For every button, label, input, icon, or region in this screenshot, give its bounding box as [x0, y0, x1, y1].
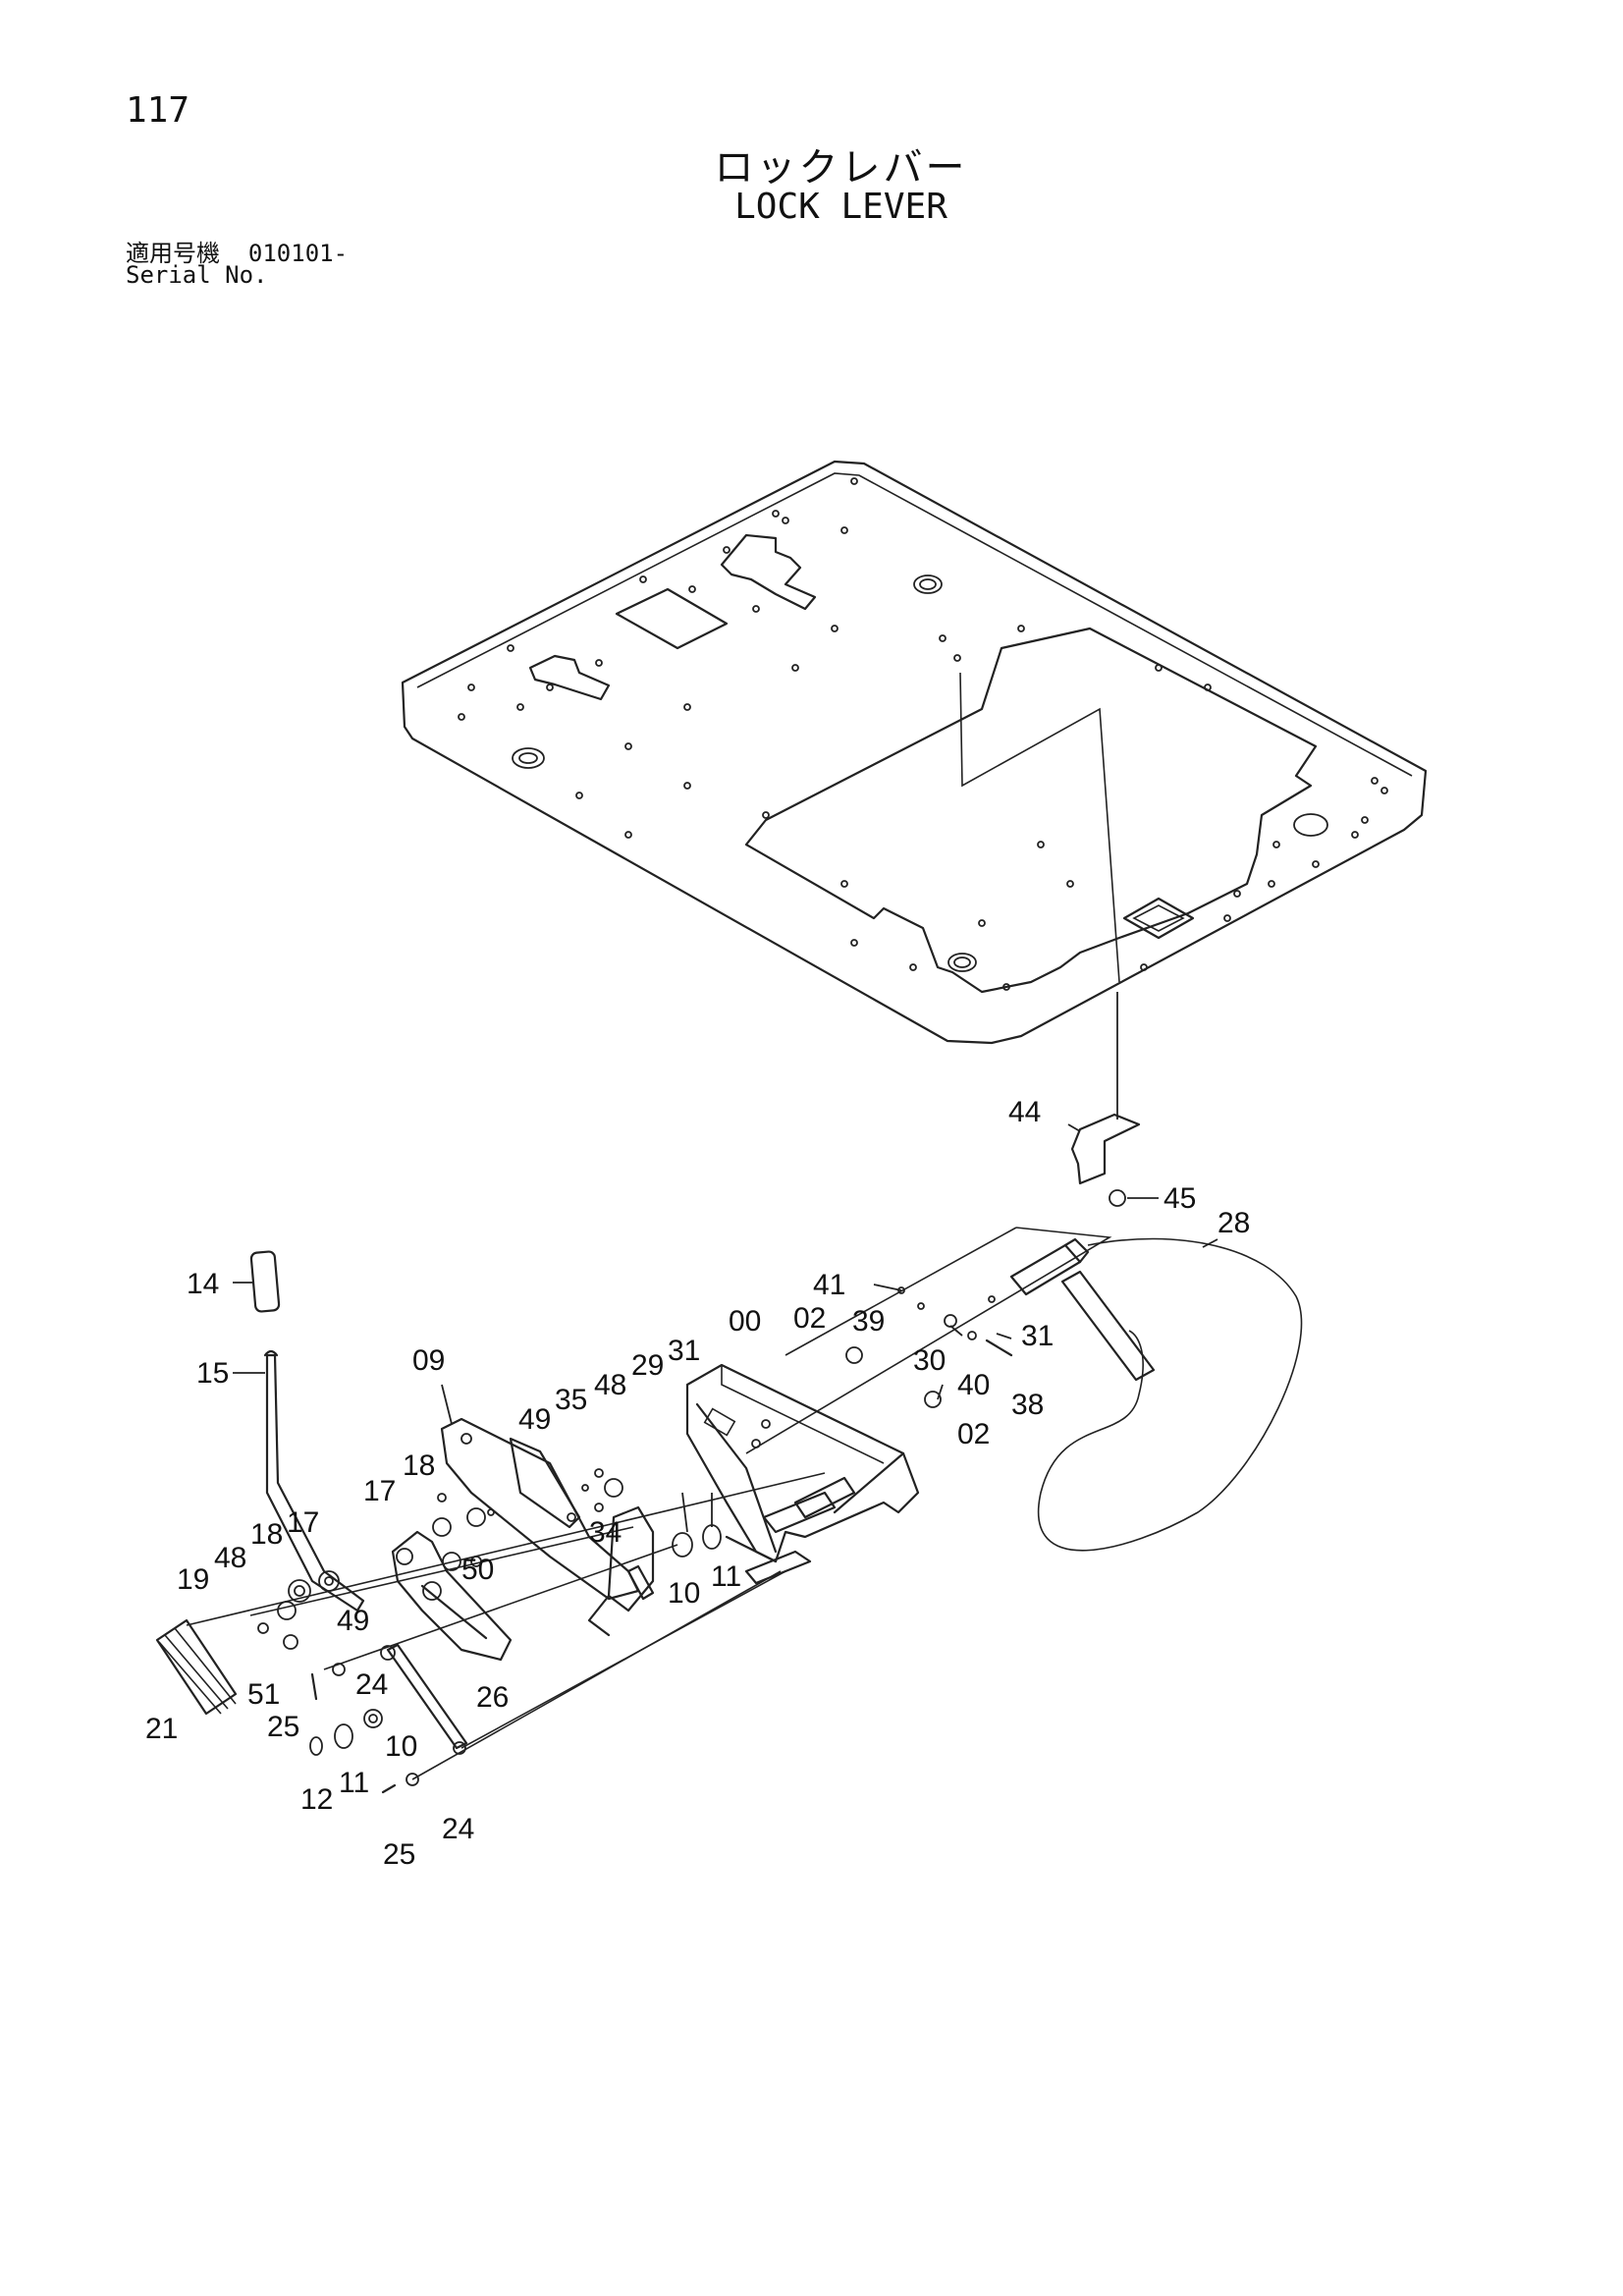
callout-17-lower: 17: [287, 1506, 319, 1539]
callout-17-upper: 17: [363, 1475, 396, 1507]
callout-49-lower: 49: [337, 1605, 369, 1637]
lever-arm: [391, 1493, 513, 1662]
link-plate: [581, 1468, 655, 1637]
callout-21: 21: [145, 1713, 178, 1745]
callout-51: 51: [247, 1678, 280, 1711]
callout-18-lower: 18: [250, 1518, 283, 1551]
floor-plate: [401, 460, 1428, 1045]
page-number: 117: [126, 90, 190, 131]
callout-11-upper: 11: [711, 1560, 741, 1593]
callout-44: 44: [1008, 1096, 1041, 1128]
callout-09: 09: [412, 1344, 445, 1377]
leader-lines: [233, 1282, 1012, 1533]
callout-29: 29: [631, 1349, 664, 1382]
lock-bracket-00: [685, 1363, 920, 1585]
callout-25-upper: 25: [267, 1711, 299, 1743]
callout-41: 41: [813, 1269, 845, 1301]
lock-lever-15: [249, 1250, 365, 1613]
callout-31-center: 31: [668, 1335, 700, 1367]
callout-10-lower: 10: [385, 1730, 417, 1763]
callout-39: 39: [852, 1305, 885, 1338]
serial-value: 010101-: [247, 240, 349, 267]
callout-40: 40: [957, 1369, 990, 1401]
callout-11-lower: 11: [339, 1767, 369, 1799]
serial-label-english: Serial No.: [126, 261, 268, 289]
callout-02-lower: 02: [957, 1418, 990, 1450]
title-english: LOCK LEVER: [734, 187, 947, 227]
switch-cable-28: [1009, 1237, 1303, 1552]
callout-50: 50: [461, 1554, 494, 1586]
bracket-44: [1067, 1113, 1141, 1185]
callout-34: 34: [589, 1516, 622, 1549]
washers: [257, 1570, 419, 1794]
callout-49-upper: 49: [518, 1403, 551, 1436]
callout-14: 14: [187, 1268, 219, 1300]
callout-28: 28: [1217, 1207, 1250, 1239]
callout-26: 26: [476, 1681, 509, 1714]
title-japanese: ロックレバー: [714, 145, 968, 191]
callout-38: 38: [1011, 1389, 1044, 1421]
pins: [626, 1491, 837, 1601]
callout-00: 00: [729, 1305, 761, 1338]
callout-15: 15: [196, 1357, 229, 1390]
serial-label-japanese: 適用号機 010101-: [126, 234, 348, 268]
callout-24-lower: 24: [442, 1813, 474, 1845]
callout-02-upper: 02: [793, 1302, 826, 1335]
callout-48-lower: 48: [214, 1542, 246, 1574]
callout-45: 45: [1163, 1182, 1196, 1215]
callout-35: 35: [555, 1384, 587, 1416]
callout-19: 19: [177, 1563, 209, 1596]
callout-25-lower: 25: [383, 1838, 415, 1871]
callout-24-upper: 24: [355, 1668, 388, 1701]
rod-26: [380, 1643, 468, 1755]
callout-18-upper: 18: [403, 1449, 435, 1482]
spring-21: [155, 1618, 238, 1716]
callout-31-right: 31: [1021, 1320, 1054, 1352]
callout-48-upper: 48: [594, 1369, 626, 1401]
callout-30: 30: [913, 1344, 946, 1377]
callout-10-upper: 10: [668, 1577, 700, 1610]
serial-jp-label: 適用号機: [126, 240, 220, 267]
bolt-45: [1109, 1189, 1159, 1207]
callout-12: 12: [300, 1783, 333, 1816]
callout-labels: 44 45 28 14 15 41 02 39 00 30 31 40 38 0…: [145, 1096, 1250, 1871]
